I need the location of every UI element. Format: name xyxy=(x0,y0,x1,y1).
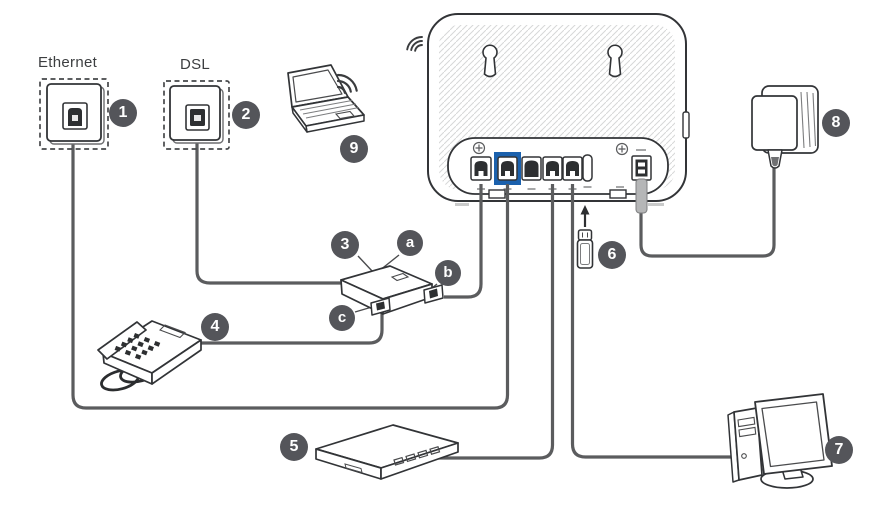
cable-power xyxy=(639,164,776,258)
router-lan1-port-highlighted xyxy=(494,152,521,185)
cables xyxy=(71,130,776,460)
cable-splitter-to-phone xyxy=(192,308,384,345)
router-power-port xyxy=(631,149,652,181)
power-adapter-device xyxy=(751,85,819,169)
callout-8-power-adapter: 8 xyxy=(822,109,850,137)
cable-ethernet-to-lan1 xyxy=(71,130,510,410)
mount-keyhole-left xyxy=(482,44,498,78)
screw-left xyxy=(472,141,486,155)
callout-4-telephone: 4 xyxy=(201,313,229,341)
usb-stick xyxy=(576,205,594,269)
laptop-device xyxy=(287,64,365,133)
router-dsl-port xyxy=(470,156,492,181)
router-device xyxy=(406,13,690,206)
cable-splitter-to-dslport xyxy=(444,184,483,299)
callout-3-splitter: 3 xyxy=(331,231,359,259)
dsl-wall-jack xyxy=(163,80,230,150)
router-side-notch xyxy=(682,111,690,139)
callout-b-modem-port: b xyxy=(435,260,461,286)
cable-stb-to-lan3 xyxy=(428,184,555,460)
router-foot-right xyxy=(609,189,627,199)
router-lan3-port xyxy=(542,156,563,181)
callout-a-line-port: a xyxy=(397,230,423,256)
callout-c-phone-port: c xyxy=(329,305,355,331)
phone-device xyxy=(97,320,202,392)
callout-6-usb-storage: 6 xyxy=(598,241,626,269)
cable-dsl-to-splitter xyxy=(195,131,344,285)
callout-2-dsl-wall-jack: 2 xyxy=(232,101,260,129)
cable-lan4-to-computer xyxy=(570,184,734,459)
mount-keyhole-right xyxy=(607,44,623,78)
router-wifi-icon xyxy=(406,36,423,52)
callout-5-set-top-box: 5 xyxy=(280,433,308,461)
stb-rear-ports xyxy=(393,446,441,466)
router-lan2-port xyxy=(521,156,542,181)
phone-handset xyxy=(97,321,147,360)
ethernet-wall-jack xyxy=(39,78,109,150)
splitter-phone-port xyxy=(370,297,391,316)
phone-keypad xyxy=(114,333,161,360)
router-usb-port xyxy=(582,154,593,182)
router-foot-left xyxy=(488,189,506,199)
splitter-line-port xyxy=(390,272,410,282)
stb-device xyxy=(315,424,459,480)
power-plug xyxy=(635,178,648,214)
ethernet-jack-label: Ethernet xyxy=(38,54,98,71)
splitter-device xyxy=(340,254,444,316)
computer-device xyxy=(727,393,833,489)
router-lan4-port xyxy=(562,156,583,181)
callout-9-laptop: 9 xyxy=(340,135,368,163)
laptop-wifi-icon xyxy=(336,73,358,94)
callout-7-computer: 7 xyxy=(825,436,853,464)
callout-1-ethernet-wall-jack: 1 xyxy=(109,99,137,127)
screw-right xyxy=(615,142,629,156)
splitter-modem-port xyxy=(423,284,444,304)
dsl-jack-label: DSL xyxy=(180,56,211,73)
laptop-touchpad xyxy=(334,110,356,120)
